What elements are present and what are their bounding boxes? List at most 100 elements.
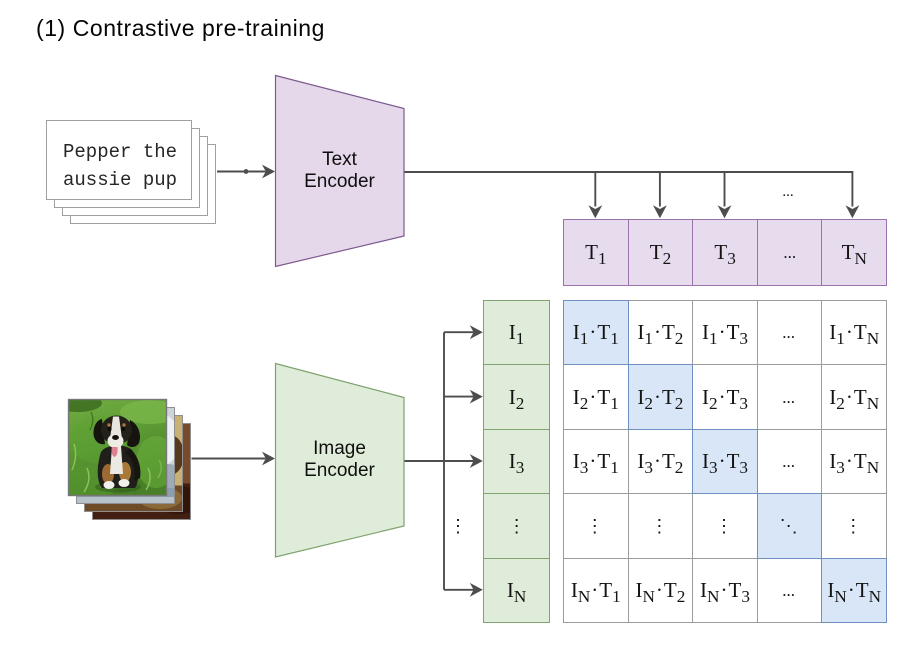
- matrix-label: T: [853, 384, 867, 409]
- text-embedding-cell-dots: ...: [756, 219, 823, 287]
- matrix-subscript: 2: [836, 393, 845, 413]
- embedding-subscript: 1: [515, 329, 525, 349]
- matrix-label: I: [701, 384, 709, 409]
- matrix-subscript: 3: [741, 586, 750, 606]
- matrix-label: T: [855, 577, 869, 602]
- matrix-label: T: [853, 448, 867, 473]
- matrix-cell-r4c4: ⋱: [756, 493, 823, 559]
- matrix-cell-r3c5: I3·TN: [821, 428, 887, 495]
- matrix-subscript: 2: [644, 393, 653, 413]
- puppy: [93, 415, 141, 493]
- matrix-subscript: N: [642, 586, 655, 606]
- matrix-label: T: [597, 448, 611, 473]
- text-encoder-output-line: [404, 171, 854, 207]
- matrix-label: I: [700, 577, 708, 602]
- text-embedding-cell-t3: T3: [692, 219, 758, 287]
- embedding-label: I: [508, 384, 516, 409]
- embedding-subscript: 1: [598, 249, 607, 269]
- matrix-subscript: 3: [739, 393, 748, 413]
- dot-separator: ·: [718, 320, 726, 345]
- matrix-label: ⋮: [650, 515, 669, 536]
- matrix-label: T: [728, 577, 742, 602]
- embedding-subscript: 3: [515, 458, 525, 478]
- arrowhead-right-icon: [469, 389, 483, 404]
- image-embedding-cell-i1: I1: [483, 300, 551, 366]
- matrix-subscript: 2: [674, 393, 684, 413]
- matrix-cell-r5c3: IN·T3: [692, 557, 758, 623]
- matrix-cell-r3c4: ...: [756, 428, 823, 495]
- matrix-label: ...: [782, 323, 795, 343]
- matrix-cell-r3c2: I3·T2: [627, 428, 694, 495]
- matrix-subscript: 1: [610, 393, 619, 413]
- matrix-subscript: N: [868, 586, 882, 606]
- matrix-label: I: [572, 448, 580, 473]
- embedding-label: T: [841, 240, 855, 265]
- arrowhead-down-icon: [653, 205, 667, 219]
- matrix-subscript: N: [866, 329, 880, 349]
- dot-separator: ·: [845, 320, 853, 345]
- arrowhead-down-icon: [717, 205, 732, 219]
- matrix-label: T: [663, 577, 677, 602]
- arrowhead-right-icon: [262, 451, 275, 466]
- matrix-cell-r5c4: ...: [756, 557, 823, 623]
- matrix-subscript: 1: [708, 329, 718, 349]
- matrix-cell-r4c3: ⋮: [692, 493, 758, 559]
- matrix-subscript: 2: [579, 393, 589, 413]
- matrix-cell-r2c1: I2·T1: [563, 364, 629, 430]
- matrix-subscript: 3: [739, 329, 748, 349]
- text-prompt: Pepper the aussie pup: [63, 139, 177, 194]
- matrix-subscript: N: [577, 586, 591, 606]
- arrowhead-down-icon: [588, 205, 603, 219]
- matrix-label: T: [597, 320, 611, 345]
- embedding-label: ...: [783, 243, 797, 263]
- image-embedding-cell-dots: ⋮: [483, 493, 551, 559]
- arrowhead-right-icon: [469, 454, 483, 468]
- matrix-label: T: [661, 384, 675, 409]
- dot-separator: ·: [589, 320, 597, 345]
- matrix-label: ⋮: [714, 515, 733, 536]
- matrix-subscript: 3: [579, 458, 589, 478]
- matrix-label: I: [827, 577, 835, 602]
- text-embedding-cell-t2: T2: [627, 219, 694, 287]
- matrix-label: ...: [782, 387, 795, 407]
- matrix-label: ...: [782, 451, 795, 471]
- matrix-subscript: 1: [610, 458, 619, 478]
- matrix-label: I: [829, 448, 837, 473]
- dot-separator: ·: [589, 384, 597, 409]
- matrix-subscript: 2: [674, 458, 684, 478]
- matrix-label: T: [726, 320, 740, 345]
- matrix-subscript: N: [866, 393, 880, 413]
- dot-separator: ·: [718, 384, 726, 409]
- matrix-label: T: [726, 448, 740, 473]
- embedding-label: T: [649, 240, 663, 265]
- matrix-subscript: 3: [739, 458, 748, 478]
- matrix-cell-r3c1: I3·T1: [563, 428, 629, 495]
- matrix-label: T: [599, 577, 613, 602]
- image-embedding-cell-i3: I3: [483, 428, 551, 495]
- dot-separator: ·: [653, 384, 661, 409]
- matrix-cell-r5c2: IN·T2: [627, 557, 694, 623]
- matrix-subscript: 1: [610, 329, 619, 349]
- matrix-cell-r4c5: ⋮: [821, 493, 887, 559]
- matrix-cell-r2c3: I2·T3: [692, 364, 758, 430]
- dot-separator: ·: [845, 384, 853, 409]
- matrix-label: ⋮: [844, 515, 863, 536]
- embedding-subscript: N: [513, 587, 527, 607]
- text-encoder-label: Text Encoder: [275, 149, 404, 194]
- ellipsis-between-arrows: ...: [782, 184, 794, 200]
- dot-separator: ·: [591, 577, 599, 602]
- text-encoder-label-line2: Encoder: [304, 171, 375, 192]
- matrix-subscript: 1: [579, 329, 589, 349]
- matrix-subscript: N: [834, 586, 847, 606]
- embedding-label: T: [714, 240, 728, 265]
- embedding-subscript: 2: [515, 393, 525, 413]
- text-embedding-cell-tn: TN: [821, 219, 888, 287]
- matrix-label: ⋱: [779, 515, 798, 536]
- matrix-subscript: N: [866, 458, 880, 478]
- image-embedding-cell-i2: I2: [483, 364, 551, 430]
- dot-separator: ·: [589, 448, 597, 473]
- matrix-cell-r1c3: I1·T3: [692, 300, 758, 366]
